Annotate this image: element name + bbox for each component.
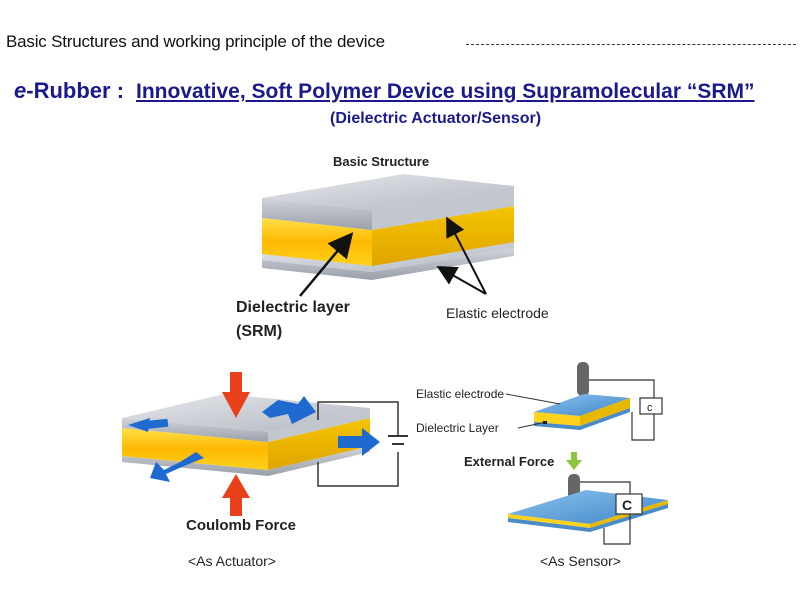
- external-force-label: External Force: [464, 454, 554, 469]
- capacitance-meter-bottom: [615, 493, 643, 515]
- expansion-arrow-back: [262, 396, 316, 424]
- sensor-electrode-label: Elastic electrode: [416, 387, 504, 401]
- external-force-arrow: [566, 452, 582, 470]
- expansion-arrow-right: [338, 428, 380, 456]
- dielectric-layer-label: Dielectric layer: [236, 299, 350, 316]
- top-electrode: [262, 174, 514, 210]
- sensor-rest: c: [534, 362, 663, 441]
- sensor-pressed: C: [508, 474, 668, 545]
- header-title: Basic Structures and working principle o…: [6, 32, 385, 51]
- sensor-probe-top: [577, 362, 589, 396]
- brand-suffix: -Rubber :: [26, 78, 125, 103]
- electrode-pointer-arrow-bottom: [436, 266, 487, 295]
- basic-structure-title: Basic Structure: [333, 154, 429, 169]
- elastic-electrode-label: Elastic electrode: [446, 305, 549, 321]
- brand-prefix: e: [14, 78, 27, 103]
- expansion-arrow-front: [150, 452, 204, 482]
- sensor-caption: <As Sensor>: [540, 553, 621, 569]
- headline-subtitle: (Dielectric Actuator/Sensor): [330, 110, 542, 127]
- compression-arrow-bottom: [222, 474, 250, 516]
- headline-title: Innovative, Soft Polymer Device using Su…: [136, 80, 755, 103]
- capacitance-meter-top: [639, 397, 663, 415]
- basic-structure-block: [262, 174, 514, 280]
- electrode-pointer-arrow-top: [446, 216, 487, 295]
- capacitance-label-top: c: [647, 402, 653, 414]
- sensor-dielectric-label: Dielectric Layer: [416, 421, 499, 435]
- srm-label: (SRM): [236, 323, 282, 340]
- bottom-electrode: [262, 248, 514, 280]
- brand-name: e-Rubber :: [14, 78, 124, 104]
- actuator-circuit: [317, 401, 408, 487]
- actuator-block: [122, 394, 370, 476]
- expansion-arrow-left: [128, 418, 169, 432]
- actuator-caption: <As Actuator>: [188, 553, 276, 569]
- compression-arrow-top: [222, 372, 250, 418]
- dielectric-pointer-arrow: [299, 232, 354, 297]
- capacitance-label-bottom: C: [622, 497, 632, 513]
- coulomb-force-label: Coulomb Force: [186, 517, 296, 534]
- header-divider: [466, 44, 796, 45]
